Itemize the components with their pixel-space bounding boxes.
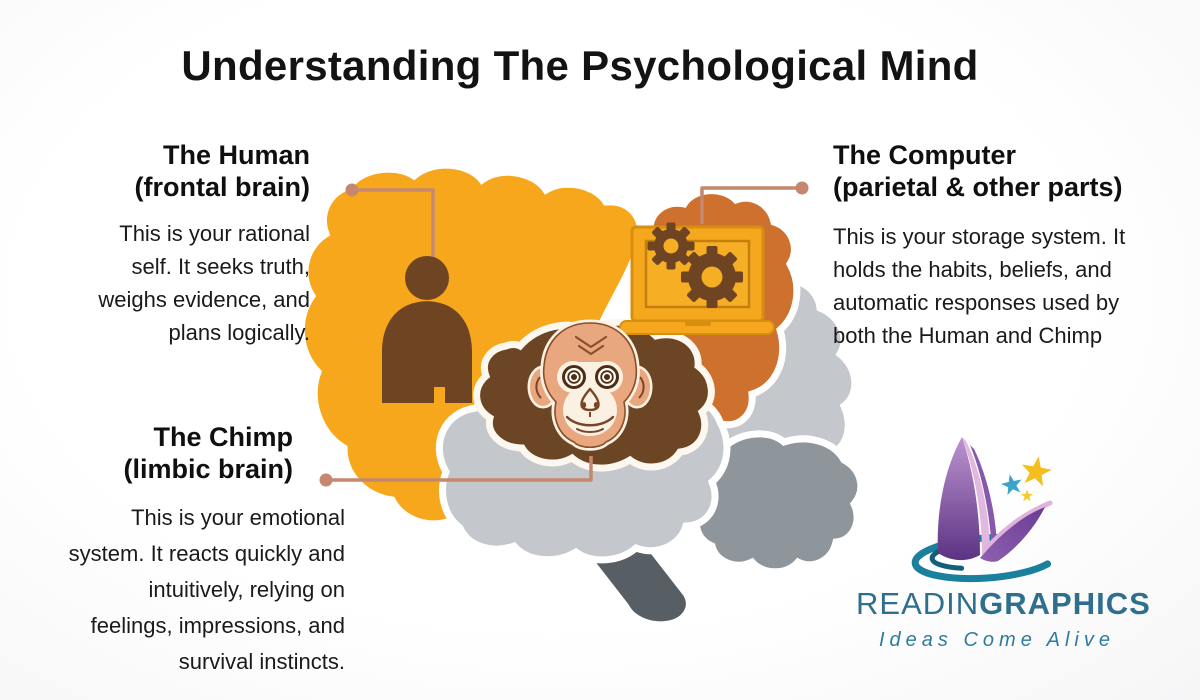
star-icon-blue <box>1001 474 1022 496</box>
human-heading-line: (frontal brain) <box>134 172 311 202</box>
connector-human <box>345 183 435 260</box>
description-line: feelings, impressions, and <box>90 613 345 638</box>
logo-page-pink <box>962 437 990 555</box>
description-line: weighs evidence, and <box>98 287 310 312</box>
computer-section-description: This is your storage system. It holds th… <box>833 220 1183 352</box>
chimp-heading-line: (limbic brain) <box>123 454 293 484</box>
description-line: self. It seeks truth, <box>131 254 310 279</box>
computer-section-heading: The Computer (parietal & other parts) <box>833 139 1173 203</box>
description-line: survival instincts. <box>178 649 345 674</box>
chimp-face-icon <box>527 319 653 451</box>
brand-name-regular: READIN <box>856 586 980 621</box>
brand-tagline: Ideas Come Alive <box>879 629 1115 651</box>
description-line: This is your rational <box>119 221 310 246</box>
connector-dot <box>795 181 809 195</box>
brand-logo-icon <box>911 437 1061 583</box>
connector-computer <box>700 181 809 224</box>
description-line: both the Human and Chimp <box>833 323 1103 348</box>
laptop-gears-icon <box>619 222 775 335</box>
chimp-section-description: This is your emotional system. It reacts… <box>15 500 345 680</box>
description-line: plans logically. <box>168 320 310 345</box>
human-figure-icon <box>382 256 472 403</box>
computer-heading-line: (parietal & other parts) <box>833 172 1123 202</box>
connector-chimp <box>319 456 593 487</box>
chimp-section-heading: The Chimp (limbic brain) <box>43 421 293 485</box>
connector-dot <box>319 473 333 487</box>
computer-heading-line: The Computer <box>833 140 1017 170</box>
cerebellum-shape <box>693 430 865 576</box>
logo-page-pink-right <box>983 500 1053 552</box>
human-section-description: This is your rational self. It seeks tru… <box>20 217 310 349</box>
page-title: Understanding The Psychological Mind <box>181 42 979 89</box>
star-icon-yellow-large <box>1021 456 1052 487</box>
description-line: intuitively, relying on <box>148 577 345 602</box>
human-section-heading: The Human (frontal brain) <box>40 139 311 203</box>
connector-dot <box>345 183 359 197</box>
logo-page-stripe <box>970 445 997 551</box>
description-line: holds the habits, beliefs, and <box>833 257 1112 282</box>
description-line: automatic responses used by <box>833 290 1120 315</box>
gear-icon-small <box>647 222 695 270</box>
logo-sail-left <box>937 437 980 561</box>
description-line: This is your storage system. It <box>833 224 1126 249</box>
human-heading-line: The Human <box>162 140 310 170</box>
chimp-heading-line: The Chimp <box>153 422 294 452</box>
gear-icon-large <box>681 246 743 308</box>
brand-wordmark: READINGRAPHICS <box>856 586 1150 622</box>
description-line: system. It reacts quickly and <box>68 541 345 566</box>
logo-sail-right <box>980 507 1045 562</box>
brand-name-bold: GRAPHICS <box>979 586 1151 621</box>
logo-swoosh-accent <box>929 539 1035 571</box>
description-line: This is your emotional <box>131 505 345 530</box>
star-icon-yellow-small <box>1020 489 1034 502</box>
